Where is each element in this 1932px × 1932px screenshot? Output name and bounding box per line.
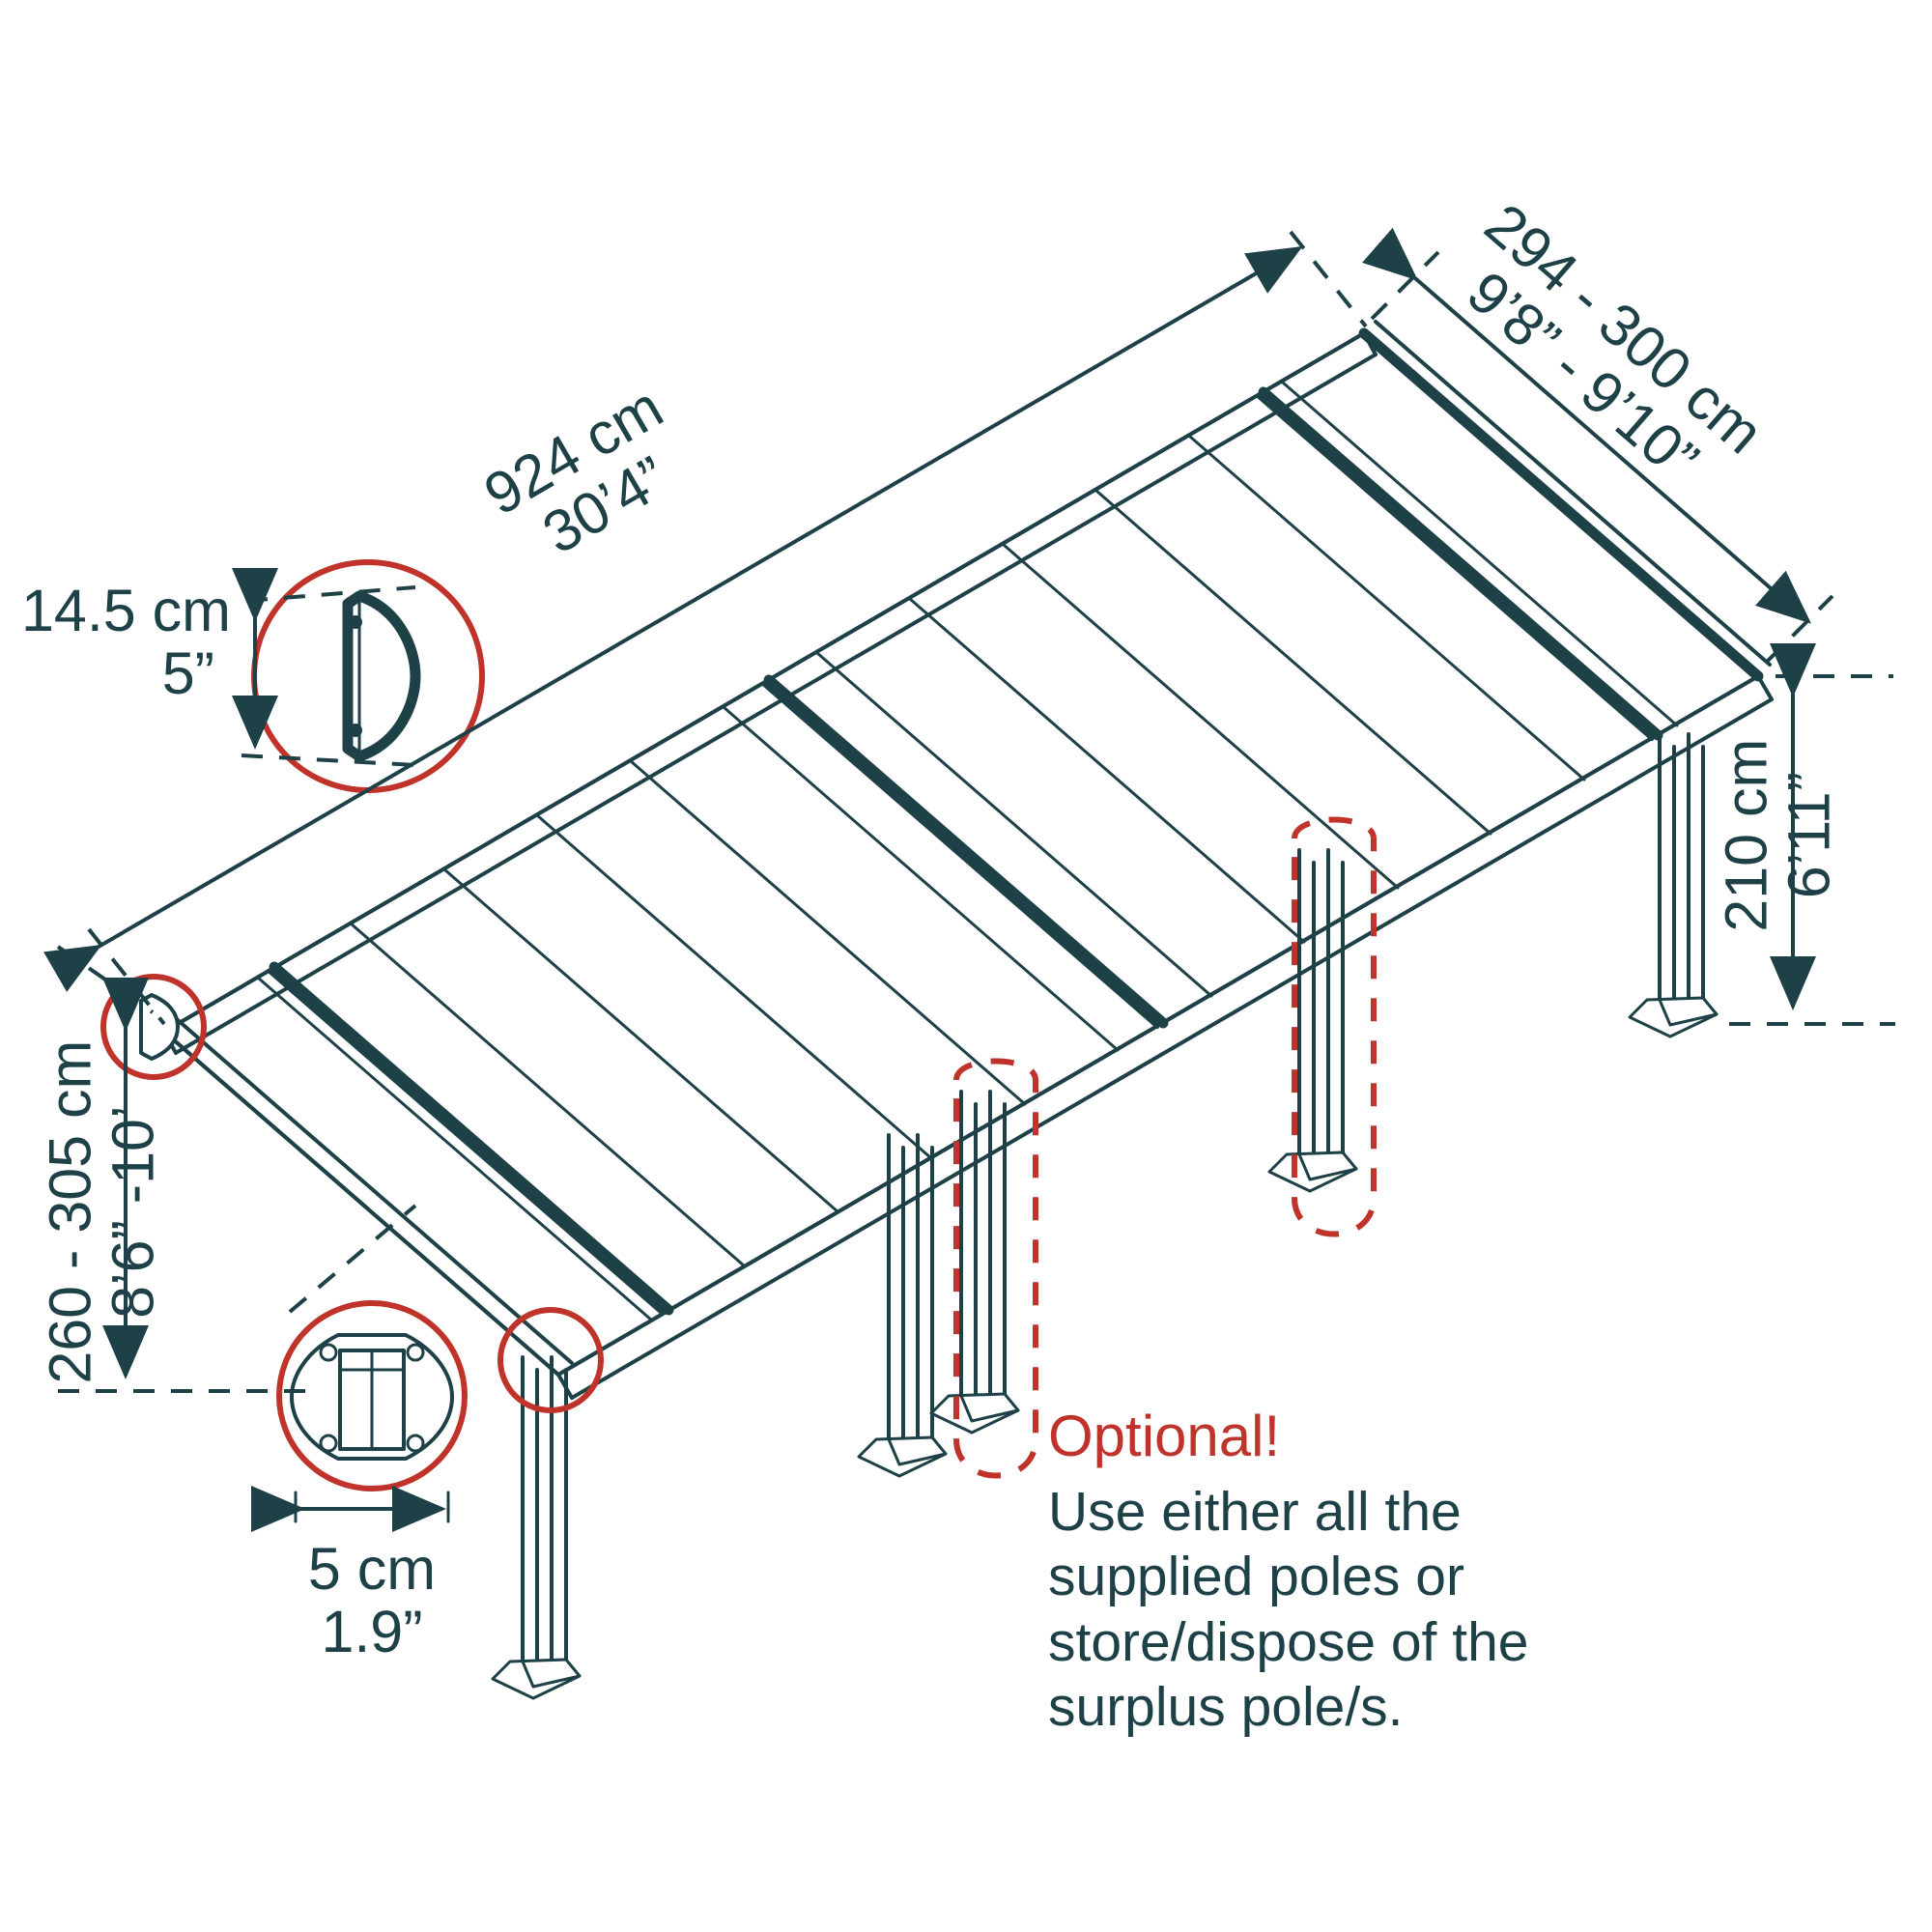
detail-front-beam-corner	[497, 1307, 604, 1413]
dim-post-width-imperial: 1.9”	[321, 1598, 423, 1664]
dim-wall-mount-height-imperial: 8’6” -10’	[99, 1105, 165, 1319]
dimline-wall-mount-height	[56, 945, 309, 1393]
dim-wall-mount-height-metric: 260 - 305 cm	[37, 1039, 103, 1384]
dim-profile-depth-imperial: 5”	[161, 639, 214, 706]
dim-post-width-metric: 5 cm	[307, 1536, 437, 1602]
optional-callout-body: Use either all the supplied poles or sto…	[1048, 1481, 1529, 1738]
optional-callout-title: Optional!	[1048, 1404, 1281, 1468]
dimline-post-width	[251, 1486, 450, 1532]
detail-post-section	[276, 1300, 468, 1492]
post-mid-optional	[929, 1090, 1020, 1435]
dim-front-post-height-label: 210 cm 6’11”	[1713, 691, 1841, 980]
post-far-right	[1628, 732, 1719, 1038]
dimline-overall-length	[43, 230, 1368, 1026]
roof-panel-group	[162, 320, 1774, 1400]
dim-profile-depth-metric: 14.5 cm	[21, 578, 231, 643]
dimline-front-post-height	[1729, 643, 1895, 1026]
dim-front-post-height-imperial: 6’11”	[1776, 772, 1841, 899]
post-right	[1267, 848, 1358, 1193]
dim-post-width-label: 5 cm 1.9”	[242, 1538, 502, 1662]
dim-front-post-height-metric: 210 cm	[1713, 738, 1779, 932]
dim-profile-depth-label: 14.5 cm 5”	[21, 578, 231, 706]
dim-wall-mount-height-label: 260 - 305 cm 8’6” -10’	[37, 971, 165, 1454]
post-front-left	[491, 1355, 582, 1700]
post-mid-left	[857, 1133, 948, 1478]
